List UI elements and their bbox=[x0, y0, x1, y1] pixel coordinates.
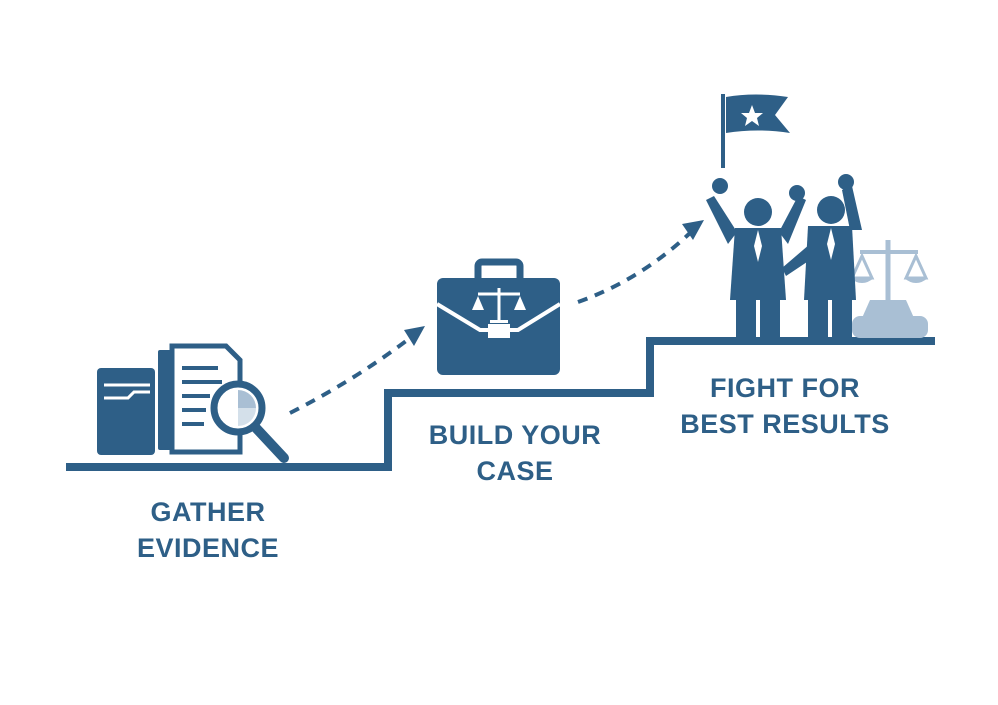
step-label-line2: BEST RESULTS bbox=[680, 409, 890, 439]
step-label-gather-evidence: GATHER EVIDENCE bbox=[118, 494, 298, 566]
dashed-arrow-1 bbox=[289, 326, 425, 415]
step-label-line1: GATHER bbox=[150, 497, 266, 527]
person-right bbox=[782, 174, 862, 338]
step-label-line2: EVIDENCE bbox=[136, 533, 280, 563]
briefcase-scales-icon bbox=[435, 258, 562, 375]
step-label-fight-for-best-results: FIGHT FOR BEST RESULTS bbox=[665, 370, 905, 442]
dashed-arrow-2 bbox=[577, 220, 704, 304]
step-label-line2: CASE bbox=[476, 456, 554, 486]
justice-scales-statue-icon bbox=[849, 240, 929, 338]
step-label-build-your-case: BUILD YOUR CASE bbox=[405, 417, 625, 489]
celebrating-people-flag-icon bbox=[706, 94, 929, 338]
staircase-line bbox=[66, 337, 935, 471]
step-label-line1: BUILD YOUR bbox=[428, 420, 602, 450]
step-label-line1: FIGHT FOR bbox=[710, 373, 860, 403]
person-left bbox=[706, 178, 806, 338]
evidence-documents-magnifier-icon bbox=[97, 343, 289, 463]
